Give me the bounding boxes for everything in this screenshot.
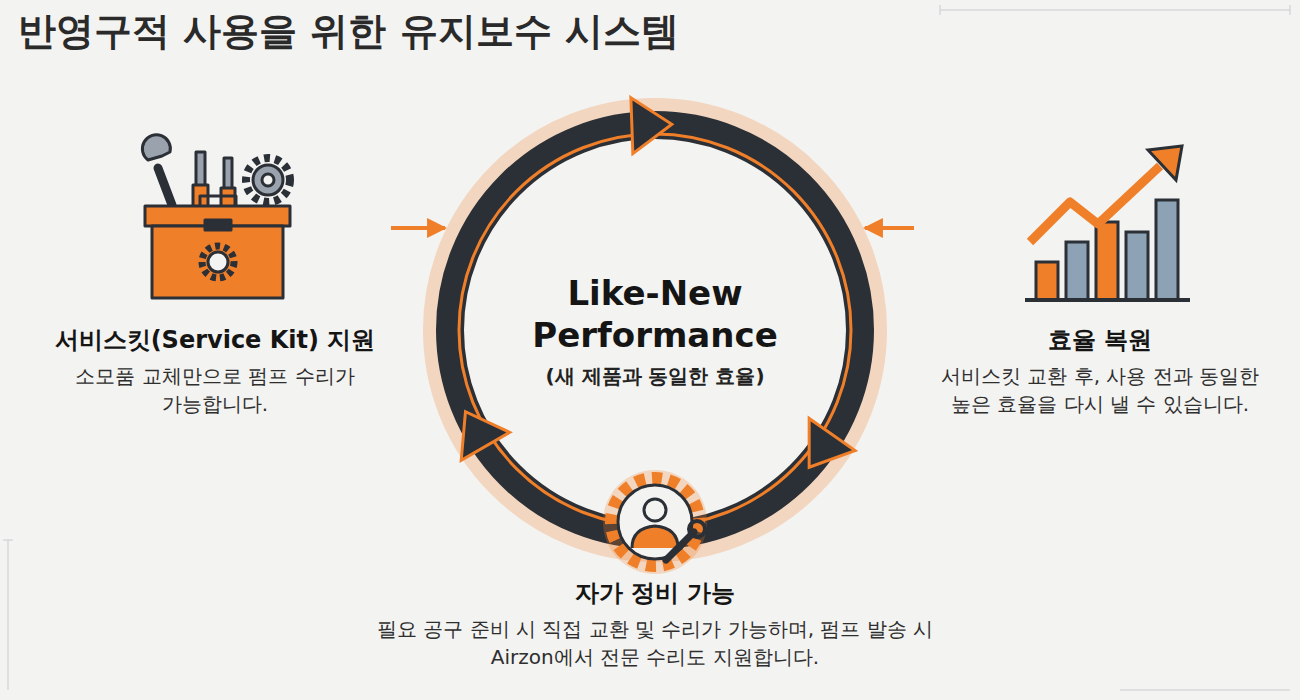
- node-body: 서비스킷 교환 후, 사용 전과 동일한 높은 효율을 다시 낼 수 있습니다.: [920, 362, 1280, 418]
- cycle-arrowheads: [441, 96, 855, 483]
- feature-group: 자가 정비 가능필요 공구 준비 시 직접 교환 및 수리가 가능하며, 펌프 …: [355, 468, 955, 671]
- node-body: (새 제품과 동일한 효율): [510, 363, 800, 389]
- toolbox-icon: [142, 135, 290, 298]
- corner-guides: [3, 5, 1290, 690]
- node-body: 소모품 교체만으로 펌프 수리가 가능합니다.: [45, 362, 385, 418]
- node-heading: Like-New Performance: [510, 272, 800, 357]
- node-body: 필요 공구 준비 시 직접 교환 및 수리가 가능하며, 펌프 발송 시 Air…: [355, 615, 955, 671]
- node-heading: 효율 복원: [920, 325, 1280, 356]
- center-circle: Like-New Performance (새 제품과 동일한 효율): [427, 102, 883, 558]
- feature-group: 서비스킷(Service Kit) 지원소모품 교체만으로 펌프 수리가 가능합…: [45, 145, 385, 418]
- node-heading: 자가 정비 가능: [355, 578, 955, 609]
- flow-arrow: [865, 226, 914, 230]
- ring-arrowhead: [786, 418, 855, 483]
- feature-group: 효율 복원서비스킷 교환 후, 사용 전과 동일한 높은 효율을 다시 낼 수 …: [920, 145, 1280, 418]
- growth-chart-icon: [1025, 146, 1190, 300]
- ring-arrowhead: [631, 96, 673, 153]
- ring-arrowhead: [441, 398, 509, 461]
- self-repair-icon: [603, 470, 707, 574]
- flow-arrow: [391, 226, 445, 230]
- node-heading: 서비스킷(Service Kit) 지원: [45, 325, 385, 356]
- page-title: 반영구적 사용을 위한 유지보수 시스템: [18, 6, 679, 57]
